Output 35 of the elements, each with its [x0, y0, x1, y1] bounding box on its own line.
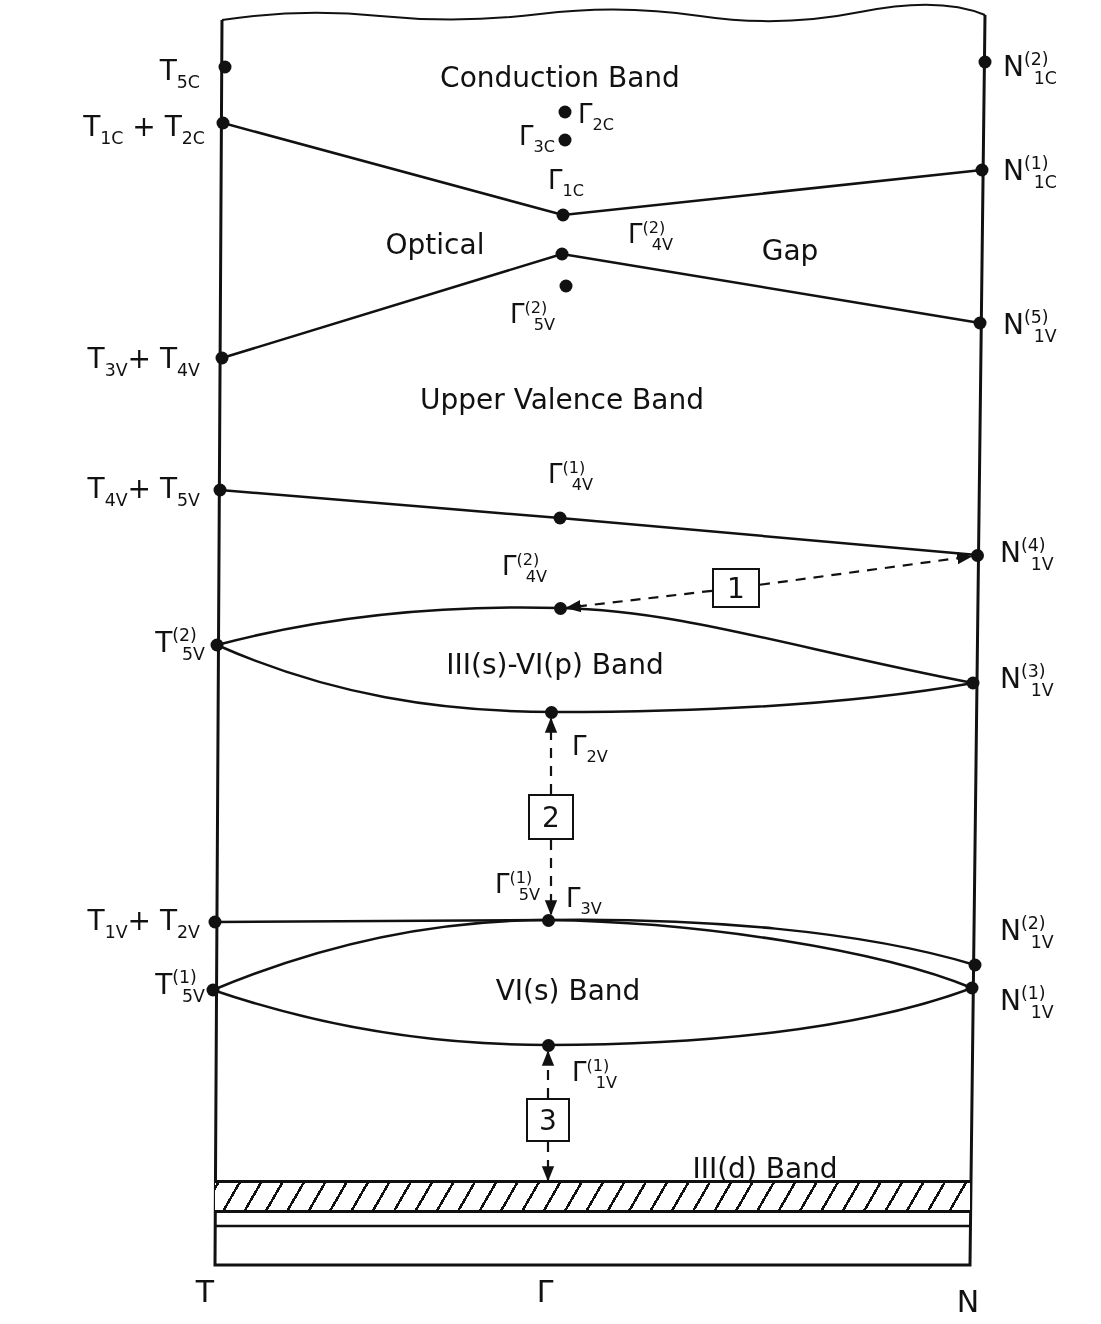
- point-label: T$_{4V}$+ T$_{5V}$: [87, 471, 200, 510]
- dashed-arrow: [565, 589, 713, 613]
- band-label: Upper Valence Band: [420, 382, 704, 418]
- point-label: T$_{5C}$: [159, 53, 200, 92]
- axis-point-label: Γ: [536, 1273, 554, 1311]
- band-point-dot: [971, 549, 984, 562]
- dashed-arrow: [541, 1050, 555, 1098]
- point-label: T$_{1V}$+ T$_{2V}$: [87, 903, 200, 942]
- band-point-dot: [542, 914, 555, 927]
- transition-number-box: 1: [712, 568, 760, 608]
- point-label: Γ$_{1C}$: [548, 164, 584, 200]
- band-label: Conduction Band: [440, 60, 680, 96]
- dashed-arrow: [541, 1142, 555, 1182]
- band-label: III(s)-VI(p) Band: [446, 647, 664, 683]
- point-label: Γ$_{3C}$: [519, 120, 555, 156]
- point-label: T$_{3V}$+ T$_{4V}$: [87, 341, 200, 380]
- band-label: VI(s) Band: [495, 973, 641, 1009]
- transition-number-box: 2: [528, 794, 574, 840]
- point-label: Γ$_{2V}$: [572, 730, 608, 766]
- dashed-arrow: [544, 717, 558, 794]
- axis-point-label: N: [956, 1283, 980, 1321]
- dashed-arrow: [759, 552, 973, 586]
- band-point-dot: [542, 1039, 555, 1052]
- point-label: Γ$_{3V}$: [566, 882, 602, 918]
- point-label: Γ$_{2C}$: [578, 98, 614, 134]
- band-point-dot: [545, 706, 558, 719]
- axis-point-label: T: [195, 1273, 215, 1311]
- point-label: T$_{1C}$ + T$_{2C}$: [83, 109, 205, 148]
- band-label: III(d) Band: [692, 1151, 838, 1187]
- dashed-arrow: [544, 840, 558, 916]
- band-point-dot: [554, 602, 567, 615]
- band-label: Optical: [385, 227, 485, 263]
- hatched-band-bar: [215, 1180, 970, 1213]
- transition-number-box: 3: [526, 1098, 570, 1142]
- band-label: Gap: [761, 233, 819, 269]
